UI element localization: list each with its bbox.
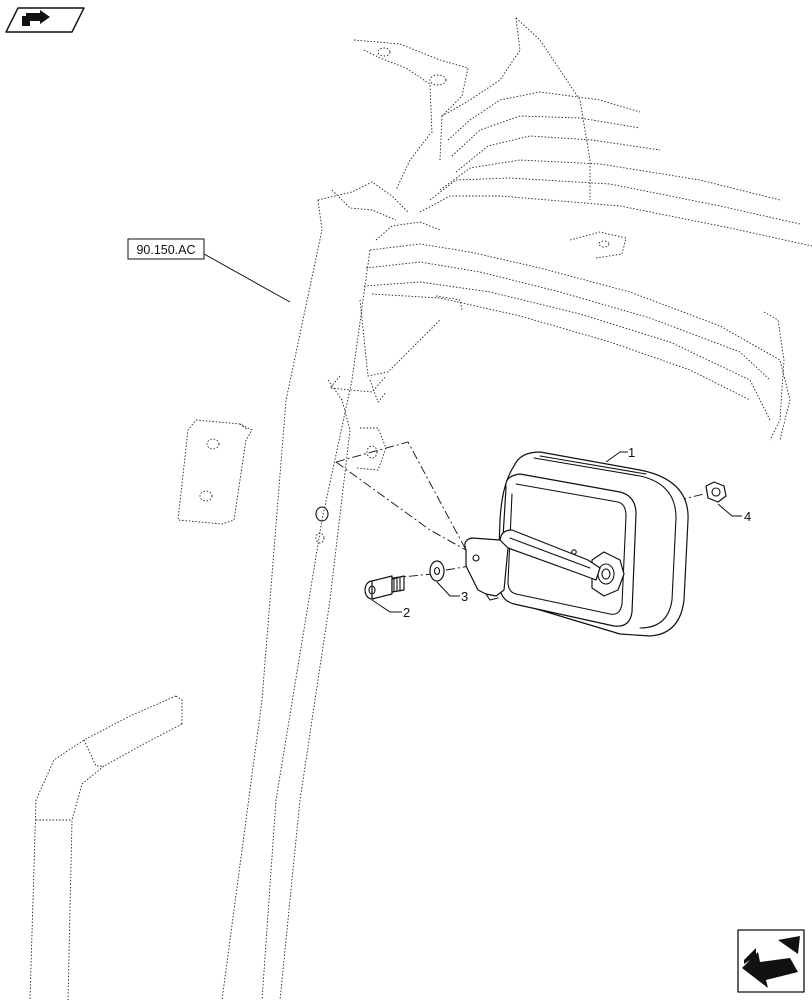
reference-label[interactable]: 90.150.AC [136, 243, 195, 257]
callout-4: 4 [744, 509, 751, 524]
callout-leaders [203, 253, 742, 613]
callout-1: 1 [628, 445, 635, 460]
nut [705, 481, 727, 503]
callout-2: 2 [403, 605, 410, 620]
reference-link[interactable]: 90.150.AC [127, 238, 205, 260]
screw [364, 575, 405, 600]
book-arrow-icon[interactable] [5, 7, 85, 33]
mirror-assembly [464, 451, 689, 637]
navigate-arrow-icon[interactable] [737, 929, 805, 993]
washer [429, 560, 445, 582]
callout-3: 3 [461, 589, 468, 604]
cab-frame [29, 17, 812, 1000]
